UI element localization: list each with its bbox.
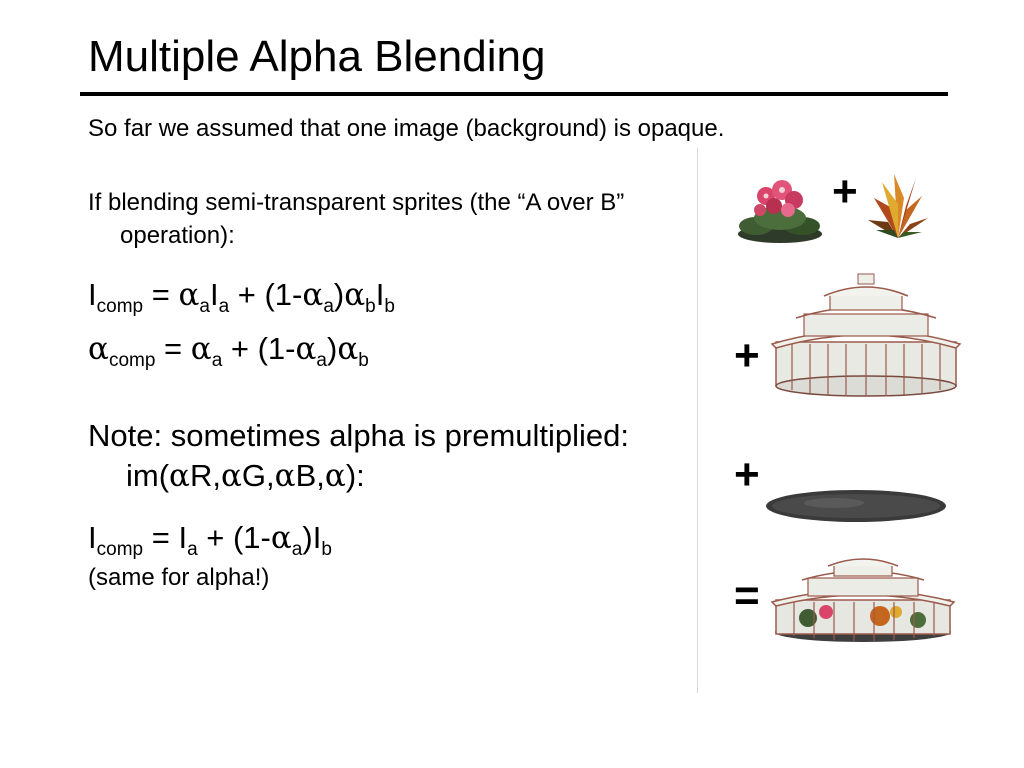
eq1-alpha-a-sub: a — [199, 296, 210, 317]
slide-title: Multiple Alpha Blending — [88, 32, 546, 81]
dark-ellipse-icon — [766, 490, 946, 522]
eq1-alpha-b: α — [344, 277, 366, 313]
note-alpha-4: α — [324, 458, 346, 494]
eq1-lhs-sub: comp — [96, 296, 144, 317]
eq1-i-a: I — [209, 277, 219, 312]
eq3-close-paren: ) — [302, 520, 313, 555]
greenhouse-composite-icon — [770, 558, 956, 642]
eq1-alpha-a2-sub: a — [323, 296, 334, 317]
note-g: G, — [241, 458, 275, 493]
note-line1: Note: sometimes alpha is premultiplied: — [88, 418, 630, 453]
eq3-plus-one-minus: + (1- — [197, 520, 271, 555]
eq3-alpha-a: α — [270, 520, 292, 556]
eq1-i-b-sub: b — [384, 296, 395, 317]
note-r: R, — [189, 458, 221, 493]
bullet-opaque-background: So far we assumed that one image (backgr… — [88, 115, 725, 142]
note-alpha-2: α — [220, 458, 242, 494]
eq3-alpha-a-sub: a — [291, 539, 303, 560]
equation-alpha-over: αcomp = αa + (1-αa)αb — [88, 329, 369, 371]
eq1-i-a-sub: a — [218, 296, 230, 317]
eq3-lhs-sub: comp — [96, 539, 144, 560]
equals-operator: = — [734, 571, 760, 620]
eq3-i-b: I — [312, 520, 322, 555]
eq1-i-b: I — [375, 277, 385, 312]
note-alpha-3: α — [274, 458, 296, 494]
eq2-alpha-a: α — [190, 331, 212, 367]
note-alpha-1: α — [169, 458, 190, 494]
eq1-alpha-b-sub: b — [365, 296, 376, 317]
note-suffix: ): — [345, 458, 365, 493]
eq2-lhs: α — [88, 331, 109, 367]
note-b: B, — [295, 458, 325, 493]
eq3-lhs: I — [88, 520, 97, 555]
eq3-i-a-sub: a — [187, 539, 198, 560]
eq3-equals: = — [143, 520, 179, 555]
plus-operator-1: + — [832, 167, 858, 216]
eq3-i-a: I — [178, 520, 188, 555]
eq1-alpha-a: α — [178, 277, 200, 313]
eq2-alpha-b: α — [337, 331, 359, 367]
eq3-i-b-sub: b — [321, 539, 332, 560]
title-underline — [80, 92, 948, 96]
eq2-equals: = — [155, 331, 191, 366]
eq2-alpha-a-sub: a — [211, 350, 223, 371]
flower-pot-icon — [738, 180, 822, 243]
note-im-prefix: im( — [126, 458, 170, 493]
eq1-lhs: I — [88, 277, 97, 312]
plus-operator-2: + — [734, 331, 760, 380]
eq2-close-paren: ) — [327, 331, 338, 366]
eq1-alpha-a2: α — [302, 277, 324, 313]
same-for-alpha-note: (same for alpha!) — [88, 564, 270, 591]
eq1-equals: = — [143, 277, 179, 312]
eq2-alpha-b-sub: b — [358, 350, 369, 371]
eq2-plus-one-minus: + (1- — [222, 331, 296, 366]
croton-plant-icon — [868, 174, 928, 238]
column-divider — [697, 148, 698, 693]
eq1-plus-one-minus: + (1- — [229, 277, 303, 312]
plus-operator-3: + — [734, 450, 760, 499]
bullet-a-over-b: If blending semi-transparent sprites (th… — [88, 189, 625, 249]
greenhouse-icon — [770, 273, 962, 397]
eq1-close-paren: ) — [333, 277, 345, 312]
eq2-alpha-a2-sub: a — [316, 350, 327, 371]
equation-icomp-premult: Icomp = Ia + (1-αa)Ib — [88, 518, 332, 560]
note-premultiplied: Note: sometimes alpha is premultiplied: i… — [88, 416, 746, 496]
equation-icomp-over: Icomp = αaIa + (1-αa)αbIb — [88, 275, 395, 317]
eq2-alpha-a2: α — [295, 331, 317, 367]
eq2-lhs-sub: comp — [108, 350, 156, 371]
